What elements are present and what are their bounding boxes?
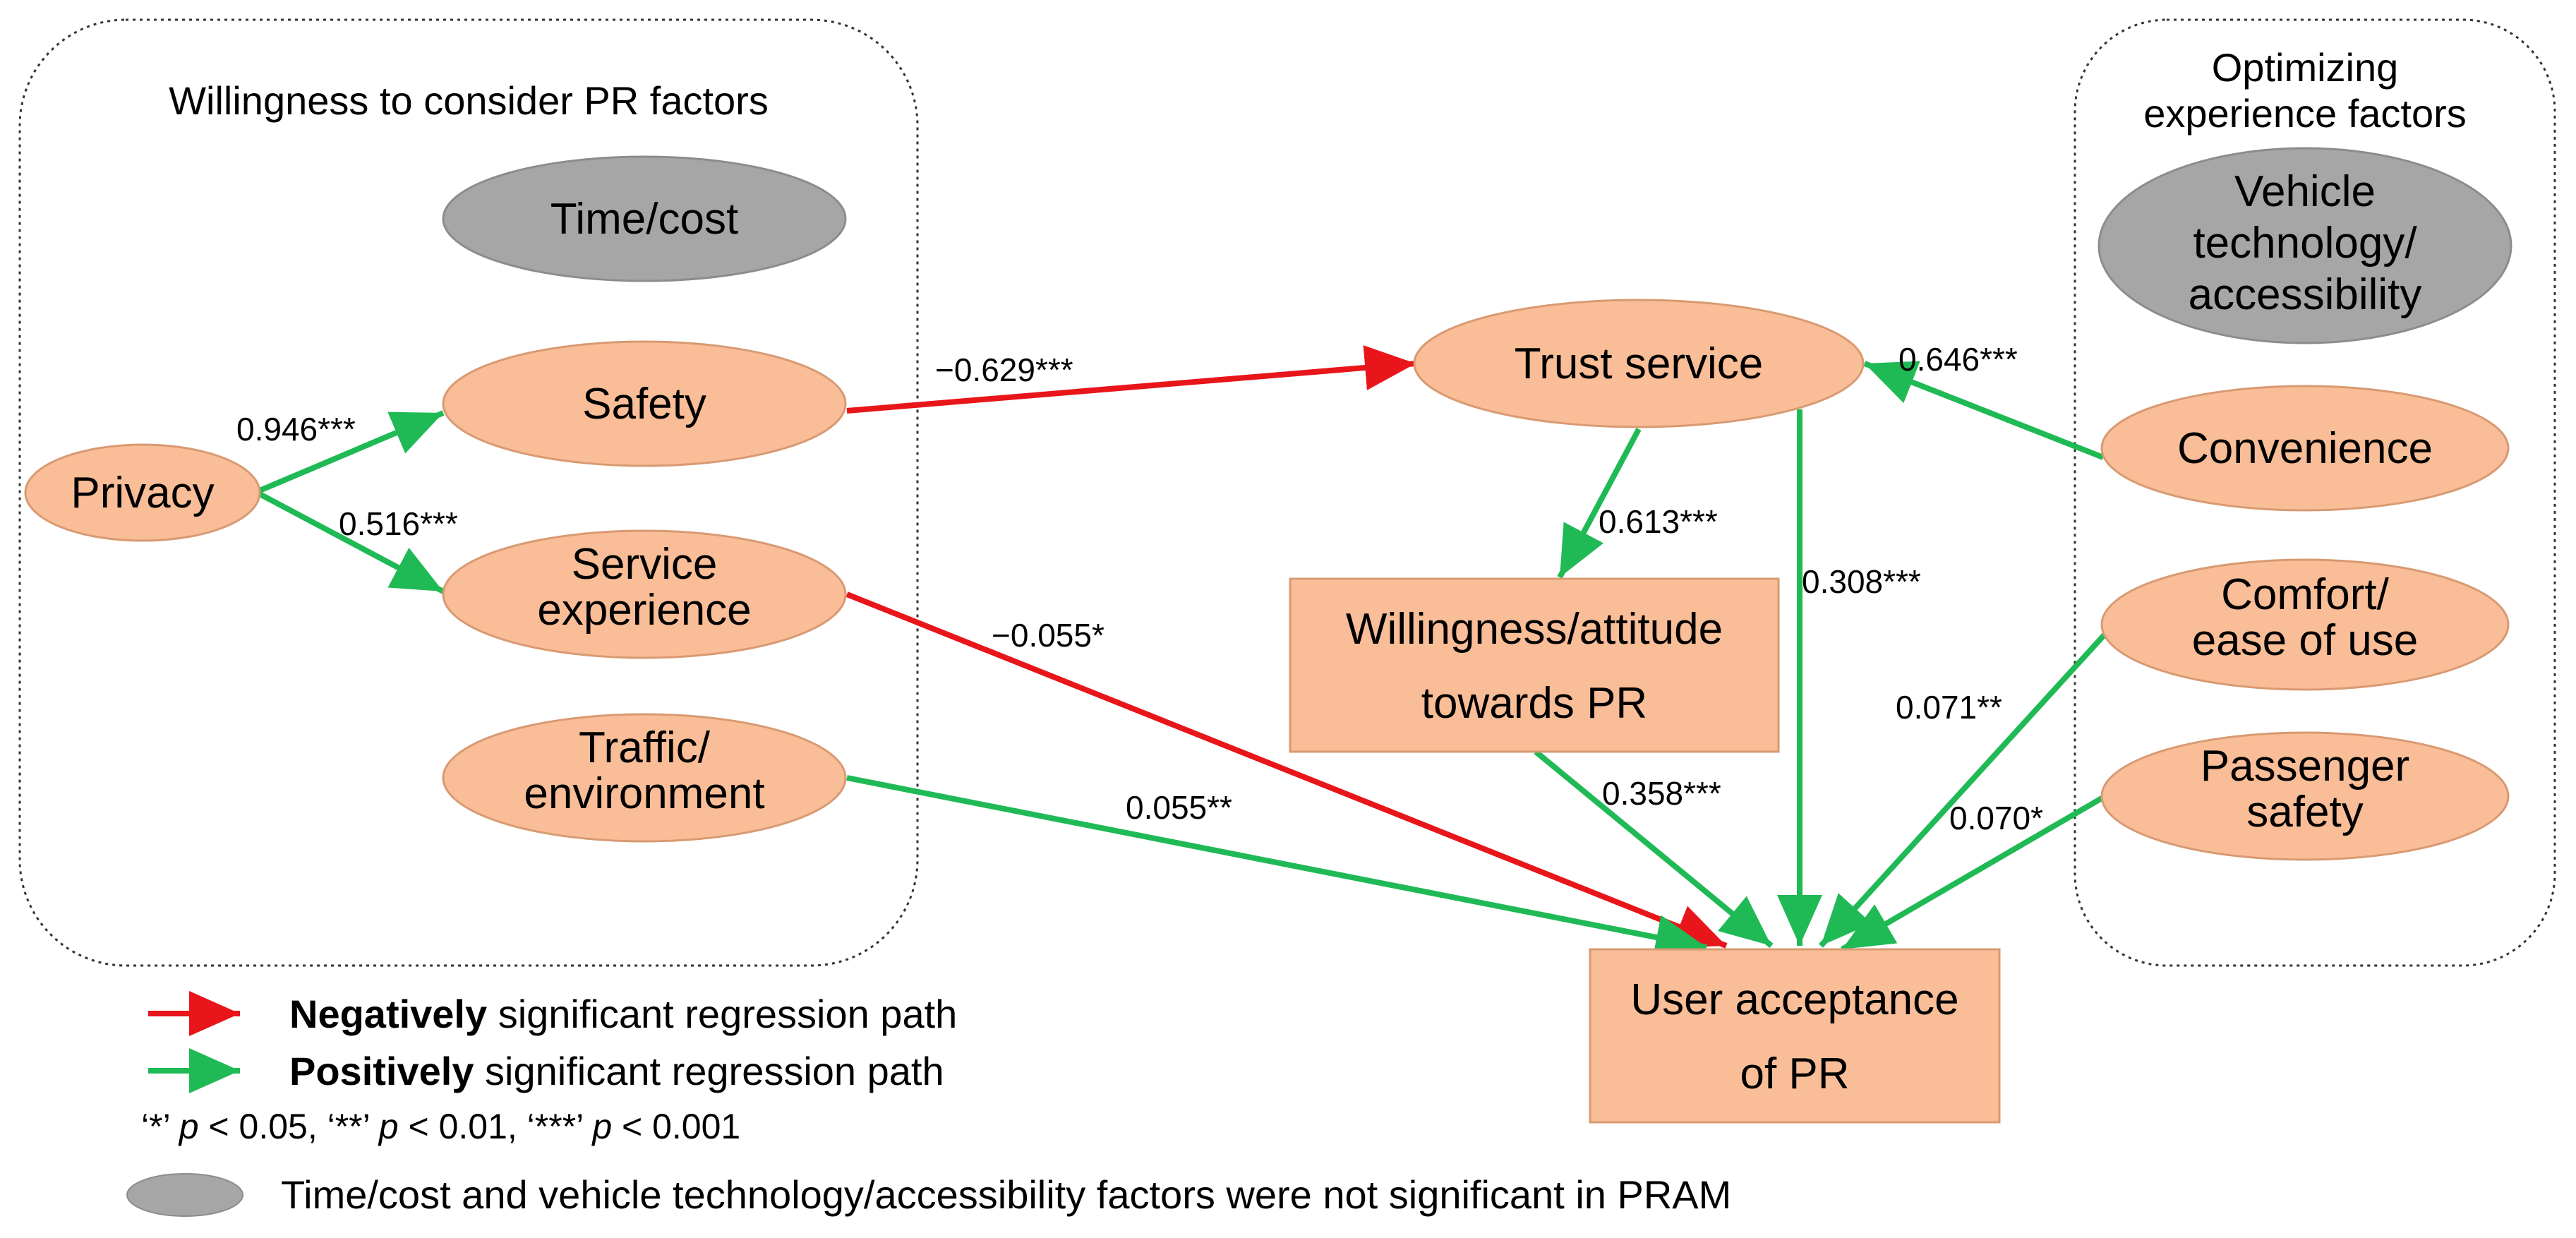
node-user-acceptance: User acceptance of PR: [1589, 948, 2001, 1124]
node-time-cost: Time/cost: [442, 155, 847, 282]
node-safety-label: Safety: [582, 380, 706, 428]
path-privacy-service-experience: [258, 491, 445, 594]
coef-traffic-acceptance: 0.055**: [1126, 789, 1232, 826]
optimizing-group-title-line1: Optimizing: [2212, 45, 2399, 90]
coef-comfort-acceptance: 0.071**: [1896, 689, 2002, 726]
coef-convenience-trust: 0.646***: [1898, 341, 2018, 378]
coef-trust-acceptance: 0.308***: [1802, 563, 1921, 600]
path-convenience-trust: [1863, 361, 2105, 460]
node-trust-label: Trust service: [1515, 339, 1764, 388]
coef-willingness-acceptance: 0.358***: [1602, 775, 1721, 812]
node-passenger-line2: safety: [2246, 788, 2363, 836]
optimizing-group-box: [2074, 18, 2556, 967]
willingness-group-box: [18, 18, 919, 967]
node-trust-service: Trust service: [1413, 299, 1865, 428]
node-time-cost-label: Time/cost: [550, 195, 738, 244]
node-traffic-line2: environment: [524, 769, 764, 818]
coef-safety-trust: −0.629***: [935, 351, 1073, 388]
path-privacy-safety: [258, 410, 445, 493]
node-vehicle-line2: technology/: [2193, 219, 2417, 268]
node-service-experience-line1: Service: [572, 540, 718, 589]
node-comfort: Comfort/ ease of use: [2100, 558, 2510, 691]
regression-paths: [258, 345, 2107, 960]
node-willingness-line2: towards PR: [1421, 679, 1647, 728]
path-trust-willingness: [1557, 428, 1642, 579]
node-vehicle-line3: accessibility: [2189, 270, 2422, 319]
node-vehicle-technology: Vehicle technology/ accessibility: [2097, 147, 2512, 344]
legend-pvalues: ‘*’ p < 0.05, ‘**’ p < 0.01, ‘***’ p < 0…: [141, 1107, 740, 1146]
path-comfort-acceptance: [1819, 632, 2107, 948]
path-willingness-acceptance: [1534, 749, 1774, 949]
node-passenger-line1: Passenger: [2201, 742, 2409, 791]
legend-grey-note: Time/cost and vehicle technology/accessi…: [281, 1172, 1731, 1217]
legend-positive-text: Positively significant regression path: [289, 1049, 944, 1093]
coefficient-labels: 0.946*** 0.516*** −0.629*** −0.055* 0.05…: [236, 341, 2043, 836]
legend: Negatively significant regression path P…: [126, 991, 1731, 1217]
node-willingness-line1: Willingness/attitude: [1346, 605, 1723, 654]
node-service-experience-line2: experience: [537, 586, 751, 635]
node-traffic-environment: Traffic/ environment: [442, 713, 847, 843]
node-vehicle-line1: Vehicle: [2234, 167, 2376, 216]
node-convenience: Convenience: [2100, 385, 2510, 512]
legend-negative-text: Negatively significant regression path: [289, 992, 957, 1036]
willingness-group-title: Willingness to consider PR factors: [169, 78, 769, 123]
coef-privacy-service: 0.516***: [339, 505, 458, 542]
node-passenger-safety: Passenger safety: [2100, 731, 2510, 861]
optimizing-group-title-line2: experience factors: [2143, 91, 2467, 136]
coef-trust-willingness: 0.613***: [1599, 503, 1718, 540]
node-privacy: Privacy: [24, 443, 261, 542]
node-comfort-line2: ease of use: [2192, 616, 2419, 665]
node-acceptance-line2: of PR: [1740, 1050, 1849, 1098]
legend-grey-ellipse: [126, 1173, 243, 1217]
node-comfort-line1: Comfort/: [2221, 570, 2389, 619]
path-service-experience-acceptance: [845, 591, 1728, 949]
node-privacy-label: Privacy: [71, 469, 214, 517]
path-passenger-safety-acceptance: [1840, 793, 2107, 952]
node-acceptance-line1: User acceptance: [1630, 975, 1958, 1024]
node-convenience-label: Convenience: [2177, 424, 2433, 473]
node-willingness-attitude: Willingness/attitude towards PR: [1289, 577, 1780, 753]
node-service-experience: Service experience: [442, 529, 847, 659]
node-traffic-line1: Traffic/: [579, 723, 711, 772]
coef-passenger-acceptance: 0.070*: [1949, 800, 2043, 836]
path-safety-trust: [846, 345, 1416, 414]
path-traffic-acceptance: [846, 775, 1707, 960]
coef-service-acceptance: −0.055*: [992, 617, 1105, 654]
coef-privacy-safety: 0.946***: [236, 411, 356, 447]
node-safety: Safety: [442, 340, 847, 467]
